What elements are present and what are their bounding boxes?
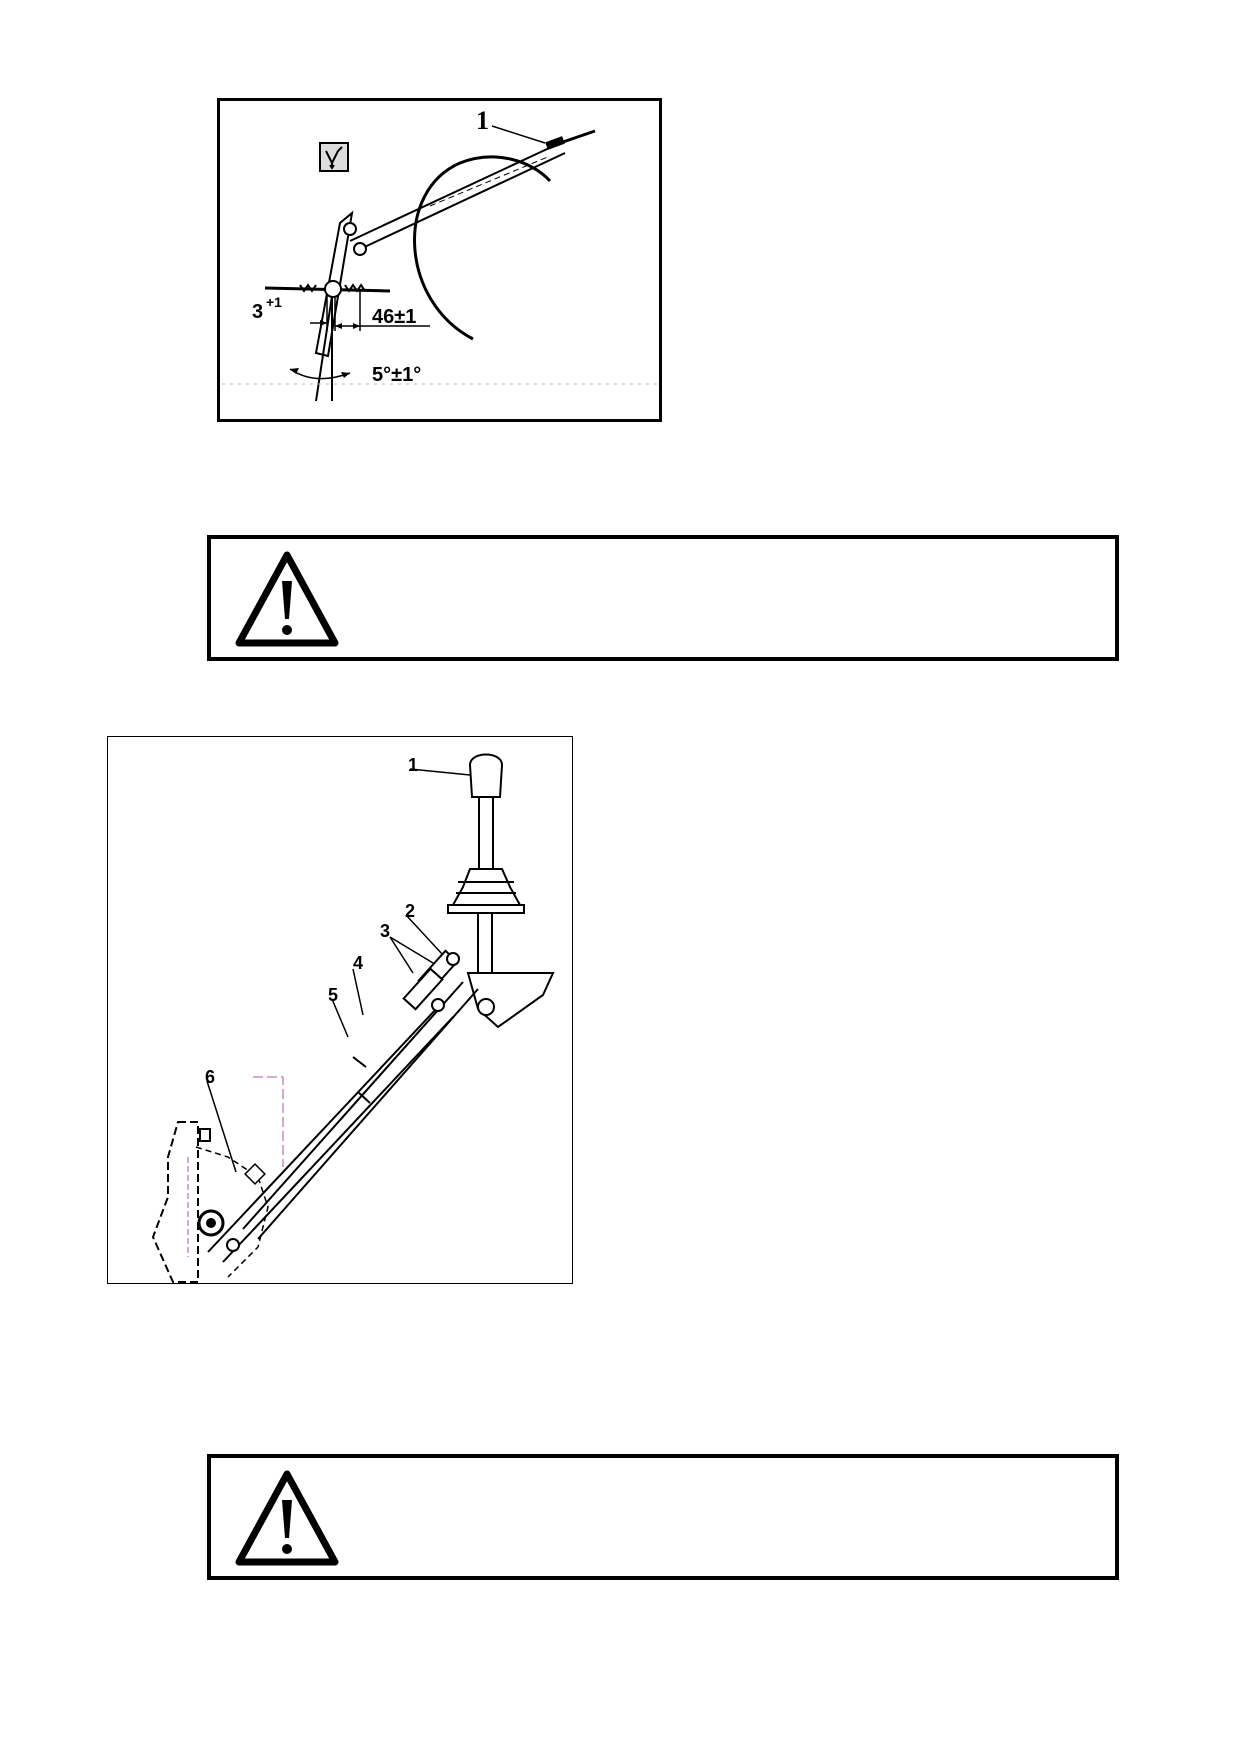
callout-1-leader [491, 125, 546, 144]
dim-offset-label: 3 [252, 301, 263, 323]
callout-3: 3 [380, 921, 390, 941]
callout-2: 2 [405, 901, 415, 921]
warning-box [207, 1454, 1119, 1580]
callout-5: 5 [328, 985, 338, 1005]
joystick-drawing: 1 2 3 4 5 6 [151, 753, 555, 1283]
dim-length-label: 46±1 [372, 306, 416, 328]
callout-1: 1 [408, 755, 418, 775]
warning-box [207, 535, 1119, 661]
lever-knob [468, 753, 504, 798]
callout-1: 1 [476, 106, 489, 135]
control-rod [349, 142, 561, 242]
dim-offset-tolerance: +1 [266, 294, 282, 310]
linkage-drawing: 1 3 +1 46±1 5°±1° [222, 106, 657, 402]
dim-angle-label: 5°±1° [372, 364, 421, 386]
warning-triangle-icon [235, 551, 339, 647]
hydraulic-symbol-icon [319, 142, 349, 172]
callout-4: 4 [353, 953, 363, 973]
warning-triangle-icon [235, 1470, 339, 1566]
callout-6: 6 [205, 1067, 215, 1087]
figure-joystick-linkage: 1 2 3 4 5 6 [107, 736, 573, 1284]
fender-arc [413, 155, 552, 341]
figure-linkage-adjustment: 1 3 +1 46±1 5°±1° [217, 98, 662, 422]
lever-boot [451, 868, 522, 906]
